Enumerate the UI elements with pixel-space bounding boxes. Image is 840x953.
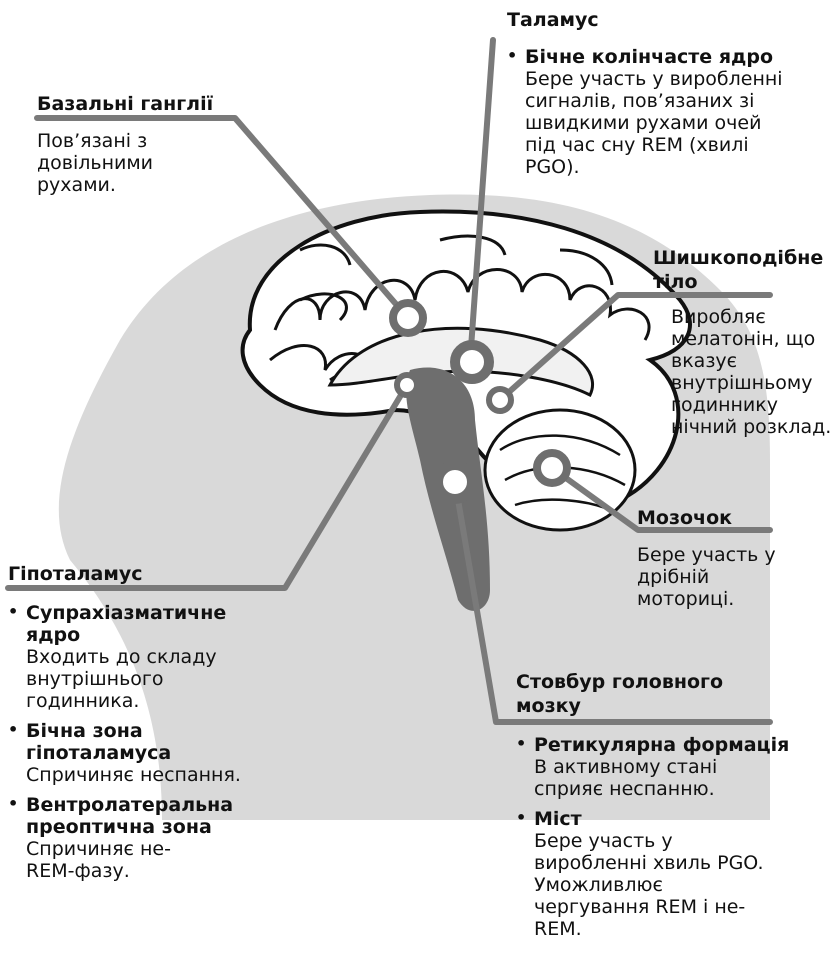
- label-thalamus: Таламус Бічне колінчасте ядро Бере участ…: [507, 8, 817, 178]
- thalamus-title: Таламус: [507, 8, 817, 32]
- pineal-text: Виробляє мелатонін, що вказує внутрішньо…: [671, 306, 836, 438]
- hypothalamus-title: Гіпоталамус: [8, 562, 298, 586]
- label-basal-ganglia: Базальні ганглії Пов’язані з довільними …: [37, 92, 247, 196]
- marker-hypothalamus: [397, 375, 417, 395]
- marker-brainstem: [438, 465, 472, 499]
- thalamus-item-1: Бічне колінчасте ядро Бере участь у виро…: [507, 46, 817, 178]
- brainstem-item-2-text: Бере участь у виробленні хвиль PGO. Умож…: [534, 830, 774, 940]
- thalamus-item-1-title: Бічне колінчасте ядро: [525, 46, 817, 68]
- label-brainstem: Стовбур головного мозку Ретикулярна форм…: [516, 670, 816, 940]
- pineal-title: Шишкоподібне тіло: [653, 246, 838, 294]
- basal-ganglia-title: Базальні ганглії: [37, 92, 247, 116]
- brainstem-item-1: Ретикулярна формація В активному стані с…: [516, 734, 816, 800]
- label-pineal: Шишкоподібне тіло Виробляє мелатонін, що…: [653, 246, 838, 438]
- brainstem-title: Стовбур головного мозку: [516, 670, 726, 718]
- marker-basal-ganglia: [393, 303, 423, 333]
- basal-ganglia-text: Пов’язані з довільними рухами.: [37, 130, 182, 196]
- marker-thalamus: [455, 345, 489, 379]
- brainstem-item-1-text: В активному стані сприяє неспанню.: [534, 756, 729, 800]
- hypothalamus-item-3-text: Спричиняє не-REM-фазу.: [26, 838, 216, 882]
- cerebellum-text: Бере участь у дрібній моториці.: [637, 544, 792, 610]
- brainstem-item-2-title: Міст: [534, 808, 816, 830]
- label-cerebellum: Мозочок Бере участь у дрібній моториці.: [637, 506, 832, 610]
- hypothalamus-item-2: Бічна зона гіпоталамуса Спричиняє неспан…: [8, 720, 298, 786]
- marker-pineal: [489, 389, 511, 411]
- marker-cerebellum: [537, 453, 567, 483]
- hypothalamus-item-2-text: Спричиняє неспання.: [26, 764, 298, 786]
- brainstem-item-1-title: Ретикулярна формація: [534, 734, 816, 756]
- label-hypothalamus: Гіпоталамус Супрахіазматичне ядро Входит…: [8, 562, 298, 882]
- hypothalamus-item-1-title: Супрахіазматичне ядро: [26, 602, 266, 646]
- cerebellum-title: Мозочок: [637, 506, 832, 530]
- hypothalamus-item-2-title: Бічна зона гіпоталамуса: [26, 720, 226, 764]
- thalamus-item-1-text: Бере участь у виробленні сигналів, пов’я…: [525, 68, 795, 178]
- brainstem-item-2: Міст Бере участь у виробленні хвиль PGO.…: [516, 808, 816, 940]
- hypothalamus-item-3-title: Вентролатеральна преоптична зона: [26, 794, 266, 838]
- hypothalamus-item-3: Вентролатеральна преоптична зона Спричин…: [8, 794, 298, 882]
- hypothalamus-item-1-text: Входить до складу внутрішнього годинника…: [26, 646, 266, 712]
- hypothalamus-item-1: Супрахіазматичне ядро Входить до складу …: [8, 602, 298, 712]
